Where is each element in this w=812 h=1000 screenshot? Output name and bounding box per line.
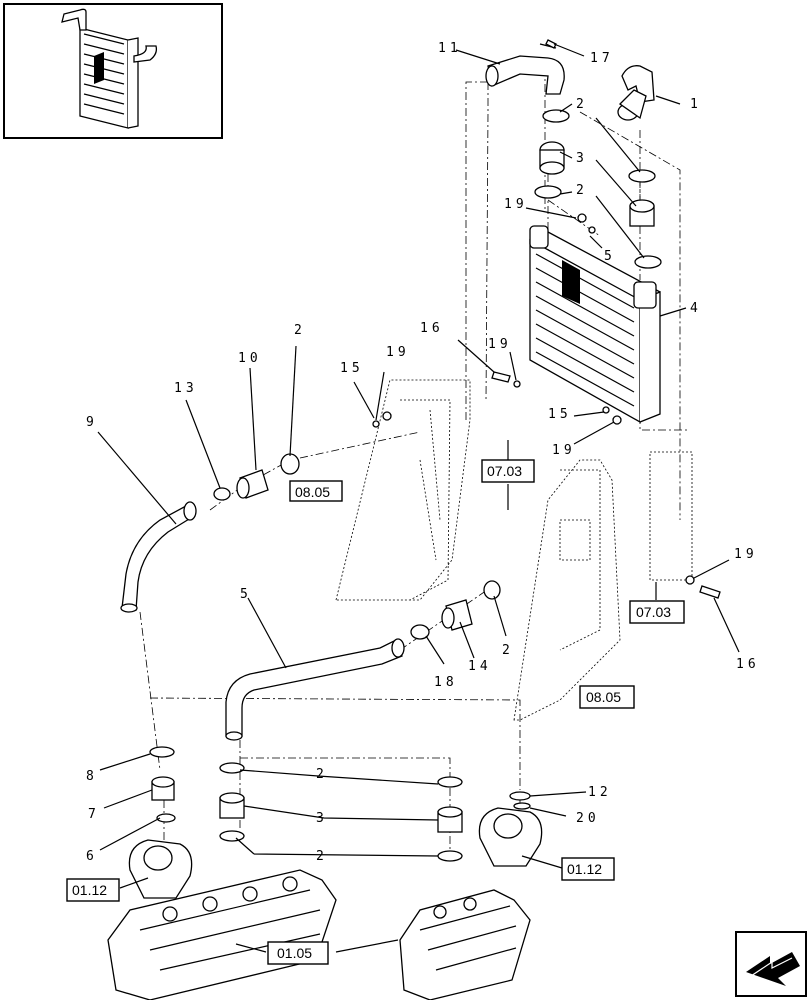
- callout-13: 13: [174, 381, 198, 396]
- callout-6: 6: [86, 849, 98, 864]
- callout-3: 3: [576, 151, 588, 166]
- callout-9: 9: [86, 415, 98, 430]
- ref-label: 01.12: [567, 861, 602, 877]
- callout-10: 10: [238, 351, 262, 366]
- callout-20: 20: [576, 811, 600, 826]
- lower-clamp-stack: [149, 746, 531, 862]
- ref-link-07-03-center[interactable]: 07.03: [481, 459, 535, 483]
- engine-block-left: [107, 869, 337, 1000]
- radiator-frame-bracket: [335, 379, 693, 721]
- callout-3: 3: [316, 811, 328, 826]
- ref-label: 01.12: [72, 882, 107, 898]
- callout-19: 19: [488, 337, 512, 352]
- callout-2: 2: [294, 323, 306, 338]
- ref-link-08-05-upper[interactable]: 08.05: [289, 480, 343, 502]
- turbocharger-right: [478, 807, 543, 867]
- turbocharger-left: [128, 839, 193, 899]
- ref-link-01-12-right[interactable]: 01.12: [561, 857, 615, 881]
- ref-link-07-03-right[interactable]: 07.03: [629, 600, 685, 624]
- callout-14: 14: [468, 659, 492, 674]
- intercooler-thumbnail-icon: [61, 8, 158, 129]
- next-page-arrow-icon[interactable]: [735, 931, 807, 997]
- callout-16: 16: [736, 657, 760, 672]
- callout-17: 17: [590, 51, 614, 66]
- ref-link-01-05[interactable]: 01.05: [267, 941, 329, 965]
- engine-block-right: [399, 889, 531, 1000]
- callout-1: 1: [690, 97, 702, 112]
- callout-5: 5: [604, 249, 616, 264]
- hose-elbow-upper: [485, 55, 655, 121]
- upper-clamp-stack: [534, 43, 662, 269]
- ref-link-01-12-left[interactable]: 01.12: [66, 878, 120, 902]
- leader-lines: [97, 43, 740, 953]
- callout-2: 2: [316, 767, 328, 782]
- ref-label: 07.03: [487, 463, 522, 479]
- callout-8: 8: [86, 769, 98, 784]
- intercooler-core: [529, 225, 661, 424]
- callout-7: 7: [88, 807, 100, 822]
- hose-lower: [225, 580, 501, 741]
- fasteners: [372, 39, 721, 599]
- callout-19: 19: [552, 443, 576, 458]
- hose-left: [120, 453, 300, 613]
- callout-labels: 11 17 1 2 3 2 19 5 4 16 19 19 15 2 10 13…: [86, 41, 760, 864]
- ref-label: 07.03: [636, 604, 671, 620]
- callout-11: 11: [438, 41, 462, 56]
- ref-label: 08.05: [586, 689, 621, 705]
- callout-2: 2: [316, 849, 328, 864]
- ref-label: 08.05: [295, 484, 330, 500]
- callout-19: 19: [734, 547, 758, 562]
- callout-2: 2: [576, 97, 588, 112]
- callout-5: 5: [240, 587, 252, 602]
- callout-4: 4: [690, 301, 702, 316]
- callout-2: 2: [576, 183, 588, 198]
- callout-18: 18: [434, 675, 458, 690]
- callout-15: 15: [548, 407, 572, 422]
- assembly-guide-lines: [139, 68, 690, 860]
- thumbnail-overview: [3, 3, 223, 139]
- callout-19: 19: [504, 197, 528, 212]
- callout-2: 2: [502, 643, 514, 658]
- ref-link-08-05-lower[interactable]: 08.05: [579, 685, 635, 709]
- callout-16: 16: [420, 321, 444, 336]
- callout-19: 19: [386, 345, 410, 360]
- callout-15: 15: [340, 361, 364, 376]
- callout-12: 12: [588, 785, 612, 800]
- ref-label: 01.05: [277, 945, 312, 961]
